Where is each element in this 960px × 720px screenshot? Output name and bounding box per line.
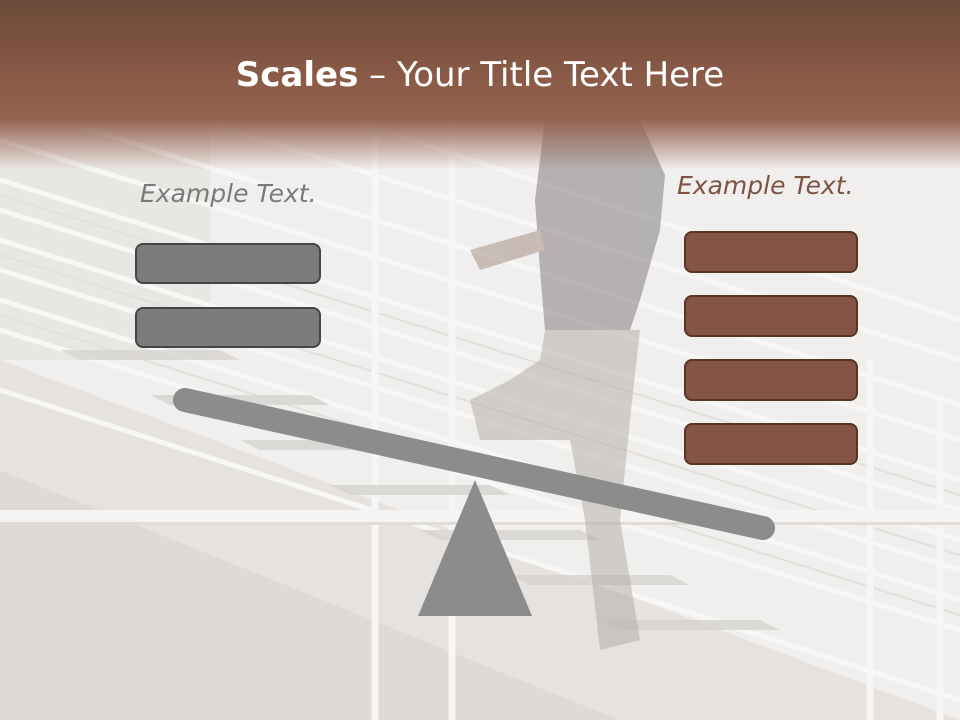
left-box-2[interactable] [135,307,321,348]
seesaw-beam-icon [173,388,775,540]
right-box-2[interactable] [684,295,858,337]
right-box-3[interactable] [684,359,858,401]
title-band [0,0,960,170]
slide-title: Scales – Your Title Text Here [0,52,960,98]
fulcrum-triangle-icon [418,480,532,616]
right-example-text: Example Text. [677,171,854,200]
right-box-4[interactable] [684,423,858,465]
title-rest: – Your Title Text Here [358,55,725,95]
left-example-text: Example Text. [140,179,317,208]
right-box-1[interactable] [684,231,858,273]
left-box-1[interactable] [135,243,321,284]
title-bold: Scales [235,55,359,95]
